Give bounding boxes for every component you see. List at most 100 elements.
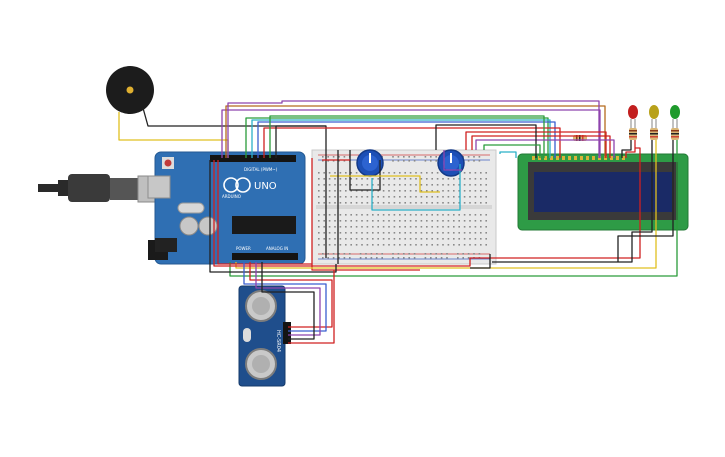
breadboard[interactable]	[311, 149, 497, 265]
buzzer-pin-dot	[126, 86, 134, 94]
lcd-pin	[532, 156, 535, 160]
breadboard-hole	[350, 244, 352, 246]
breadboard-hole	[430, 257, 432, 259]
breadboard-hole	[409, 232, 412, 234]
breadboard-hole	[430, 160, 432, 162]
wire-green	[483, 144, 541, 158]
breadboard-hole	[334, 196, 336, 198]
breadboard-hole	[463, 214, 466, 216]
breadboard-hole	[446, 253, 448, 255]
breadboard-hole	[458, 226, 460, 228]
breadboard-hole	[474, 220, 477, 222]
breadboard-hole	[485, 190, 487, 192]
breadboard-hole	[361, 214, 363, 216]
resistor[interactable]	[629, 128, 637, 140]
breadboard-hole	[413, 253, 416, 255]
breadboard-hole	[442, 190, 444, 192]
breadboard-hole	[442, 226, 444, 228]
breadboard-hole	[339, 220, 342, 222]
breadboard-hole	[462, 253, 464, 255]
potentiometer-1[interactable]	[356, 149, 384, 177]
breadboard-hole	[322, 160, 324, 162]
breadboard-hole	[435, 257, 437, 259]
breadboard-hole	[323, 184, 325, 186]
breadboard-hole	[424, 160, 427, 162]
breadboard-hole	[366, 214, 369, 216]
piezo-buzzer[interactable]	[106, 66, 154, 114]
breadboard-hole	[323, 190, 325, 192]
breadboard-hole	[463, 238, 466, 240]
power-header-label: POWER	[236, 246, 251, 251]
wire-black	[349, 150, 381, 191]
breadboard-hole	[420, 190, 423, 192]
breadboard-hole	[318, 226, 320, 228]
breadboard-hole	[424, 253, 427, 255]
arduino-model-label: UNO	[254, 181, 277, 192]
breadboard-hole	[403, 156, 405, 158]
breadboard-hole	[404, 238, 406, 240]
resistor[interactable]	[671, 128, 679, 140]
digital-header	[210, 155, 296, 162]
breadboard-hole	[350, 178, 352, 180]
breadboard-hole	[436, 202, 439, 204]
breadboard-hole	[453, 220, 455, 222]
breadboard-hole	[474, 244, 477, 246]
breadboard-hole	[388, 244, 390, 246]
breadboard-hole	[392, 156, 394, 158]
breadboard-hole	[393, 238, 396, 240]
breadboard-hole	[431, 238, 433, 240]
breadboard-hole	[399, 202, 401, 204]
breadboard-hole	[436, 220, 439, 222]
breadboard-hole	[480, 220, 482, 222]
wire-red	[263, 127, 561, 158]
breadboard-hole	[485, 214, 487, 216]
ultrasonic-sensor[interactable]: HC-SR04	[238, 285, 291, 387]
breadboard-hole	[318, 184, 320, 186]
breadboard-hole	[318, 214, 320, 216]
breadboard-hole	[426, 220, 428, 222]
breadboard-hole	[442, 238, 444, 240]
breadboard-hole	[382, 202, 385, 204]
breadboard-hole	[377, 220, 379, 222]
breadboard-hole	[404, 202, 406, 204]
breadboard-hole	[409, 226, 412, 228]
breadboard-hole	[372, 202, 374, 204]
breadboard-hole	[372, 196, 374, 198]
breadboard-hole	[404, 232, 406, 234]
breadboard-hole	[345, 172, 347, 174]
breadboard-hole	[409, 184, 412, 186]
breadboard-hole	[474, 184, 477, 186]
wire-cyan	[251, 119, 551, 158]
breadboard-hole	[420, 244, 423, 246]
breadboard-hole	[399, 244, 401, 246]
breadboard-hole	[372, 232, 374, 234]
lcd-16x2-display[interactable]	[517, 153, 689, 231]
arduino-uno-board[interactable]: UNO ARDUINO DIGITAL (PWM~) POWER ANALOG …	[147, 151, 306, 265]
resistor[interactable]	[650, 128, 658, 140]
breadboard-hole	[408, 257, 410, 259]
breadboard-hole	[436, 226, 439, 228]
breadboard-hole	[442, 196, 444, 198]
breadboard-hole	[480, 202, 482, 204]
breadboard-hole	[453, 184, 455, 186]
breadboard-hole	[463, 244, 466, 246]
breadboard-hole	[366, 178, 369, 180]
digital-header-label: DIGITAL (PWM~)	[244, 167, 278, 172]
breadboard-hole	[436, 238, 439, 240]
breadboard-hole	[426, 178, 428, 180]
breadboard-hole	[355, 226, 358, 228]
wire-black	[492, 140, 653, 263]
breadboard-hole	[318, 232, 320, 234]
breadboard-hole	[388, 214, 390, 216]
breadboard-hole	[382, 172, 385, 174]
breadboard-hole	[420, 184, 423, 186]
wire-green	[229, 140, 678, 277]
breadboard-hole	[480, 244, 482, 246]
breadboard-hole	[392, 257, 394, 259]
breadboard-hole	[328, 214, 331, 216]
breadboard-hole	[478, 156, 481, 158]
breadboard-hole	[372, 184, 374, 186]
wire-red	[311, 158, 420, 271]
breadboard-hole	[399, 178, 401, 180]
